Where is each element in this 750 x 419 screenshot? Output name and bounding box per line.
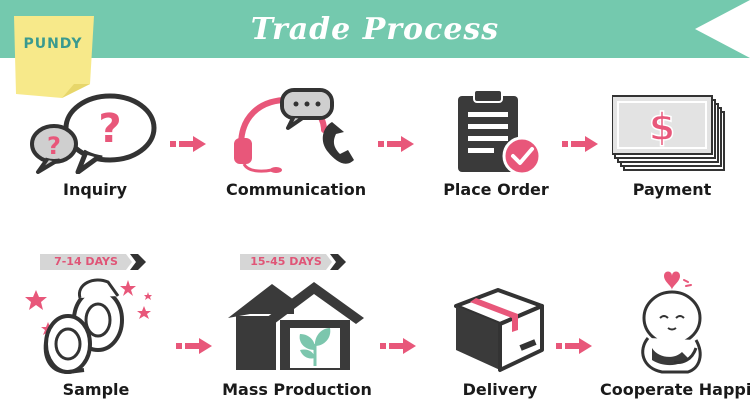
step-label-place-order: Place Order xyxy=(443,180,549,199)
duration-tag-sample: 7-14 DAYS xyxy=(40,254,146,270)
clipboard-check-icon xyxy=(456,89,546,182)
step-label-inquiry: Inquiry xyxy=(63,180,127,199)
step-label-delivery: Delivery xyxy=(462,380,538,399)
arrow-right-icon xyxy=(562,136,602,156)
pundy-logo xyxy=(12,14,96,98)
duration-text: 15-45 DAYS xyxy=(250,255,322,268)
arrow-right-icon xyxy=(378,136,418,156)
duration-tag-mass-production: 15-45 DAYS xyxy=(240,254,346,270)
step-label-sample: Sample xyxy=(62,380,130,399)
svg-text:?: ? xyxy=(98,106,121,152)
factory-sprout-icon xyxy=(228,280,368,376)
arrow-right-icon xyxy=(170,136,210,156)
svg-text:$: $ xyxy=(649,105,675,149)
svg-text:?: ? xyxy=(47,132,61,160)
step-label-payment: Payment xyxy=(632,180,712,199)
step-label-mass-production: Mass Production xyxy=(222,380,372,399)
banknotes-dollar-icon: $ xyxy=(611,94,732,178)
arrow-right-icon xyxy=(380,338,420,358)
duration-text: 7-14 DAYS xyxy=(54,255,118,268)
step-label-cooperate-happily: Cooperate Happily xyxy=(600,380,750,399)
arrow-right-icon xyxy=(556,338,596,358)
logo-text: PUNDY xyxy=(23,36,83,52)
headset-phone-icon xyxy=(232,86,362,180)
speech-bubbles-question-icon: ? ? xyxy=(28,92,158,178)
step-label-communication: Communication xyxy=(226,180,367,199)
tape-rolls-icon xyxy=(22,276,162,380)
page-title: Trade Process xyxy=(250,12,500,47)
package-box-icon xyxy=(454,284,546,378)
happy-figure-heart-icon xyxy=(634,268,714,382)
arrow-right-icon xyxy=(176,338,216,358)
header-banner xyxy=(0,0,750,58)
